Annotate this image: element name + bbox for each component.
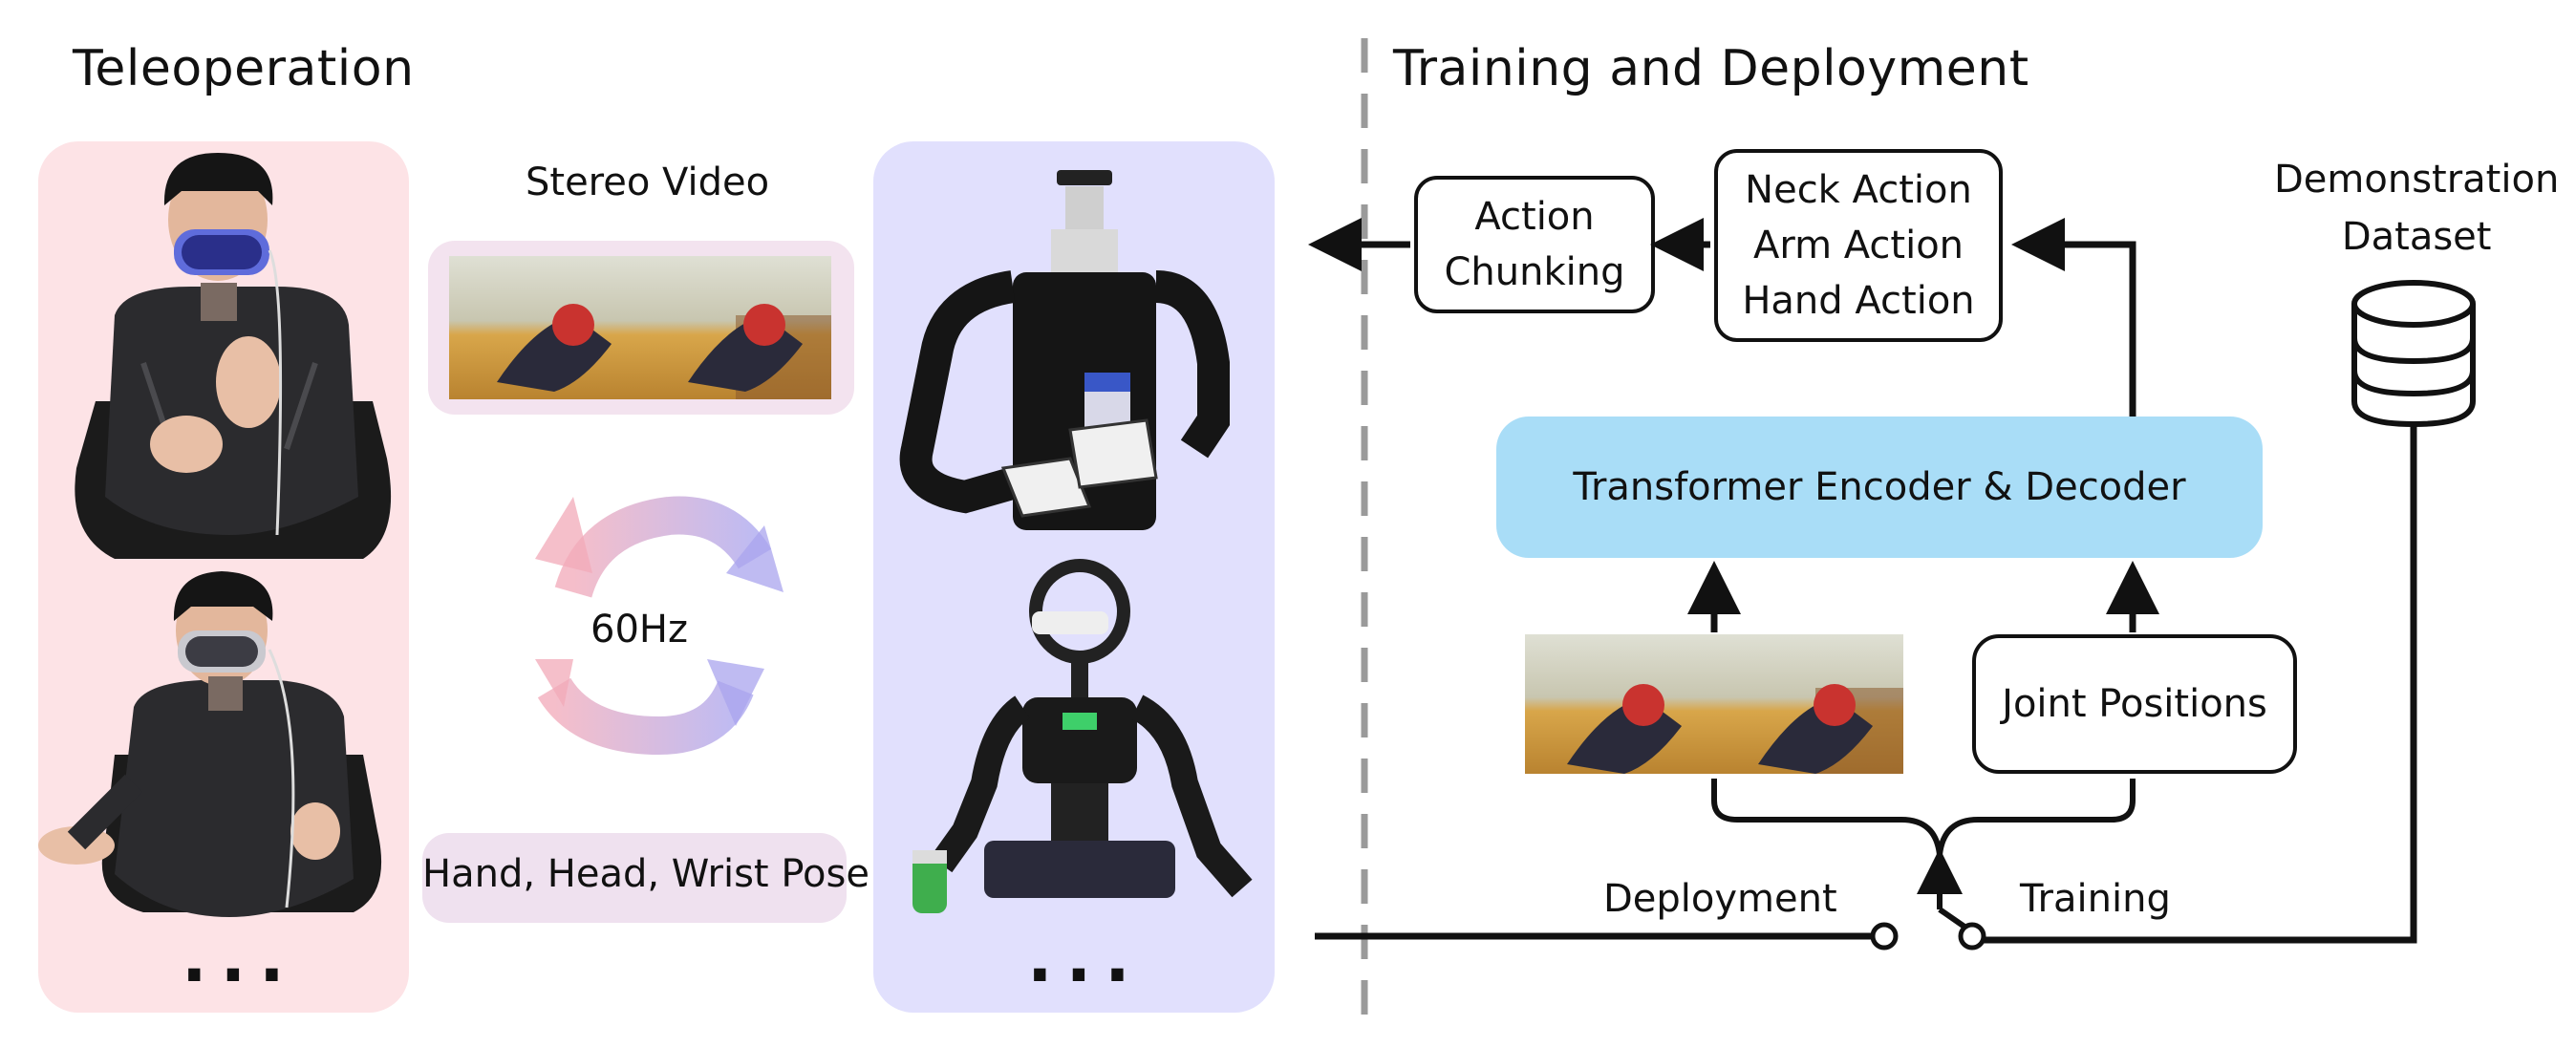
teleoperation-title: Teleoperation [73, 40, 415, 97]
pose-panel [422, 833, 847, 923]
pose-label: Hand, Head, Wrist Pose [422, 852, 869, 896]
training-label: Training [2020, 877, 2171, 921]
hand-action-label: Hand Action [1742, 279, 1975, 323]
database-icon [2351, 280, 2476, 428]
neck-action-label: Neck Action [1745, 168, 1972, 212]
stereo-video-label: Stereo Video [526, 160, 770, 204]
dataset-line-2: Dataset [2341, 215, 2492, 259]
action-chunking-line-2: Chunking [1444, 250, 1625, 294]
training-deployment-title: Training and Deployment [1393, 40, 2029, 97]
dataset-line [1984, 426, 2417, 944]
inputs-merge-bracket [1711, 779, 2136, 856]
dataset-label: Demonstration Dataset [2274, 151, 2559, 266]
dataset-line-1: Demonstration [2274, 158, 2560, 202]
humanoid-robot-bottom [912, 559, 1253, 913]
joint-positions-label: Joint Positions [2002, 682, 2267, 726]
robot-ellipsis: ... [1027, 919, 1144, 997]
deployment-terminal [1870, 922, 1899, 951]
transformer-label: Transformer Encoder & Decoder [1573, 465, 2186, 509]
rate-label: 60Hz [590, 608, 688, 652]
sync-arrows-icon [535, 496, 784, 756]
joint-positions-box: Joint Positions [1972, 634, 2297, 774]
deployment-label: Deployment [1603, 877, 1837, 921]
training-terminal [1958, 922, 1986, 951]
stereo-frames-training [1525, 634, 1903, 774]
humanoid-robot-top [899, 170, 1230, 530]
operator-ellipsis: ... [182, 919, 298, 997]
stereo-frames-teleop [449, 256, 831, 399]
switch-lever [1938, 907, 1966, 929]
model-to-actions-arrow [2011, 218, 2136, 417]
action-chunking-line-1: Action [1474, 195, 1595, 239]
arm-action-label: Arm Action [1752, 224, 1964, 267]
action-chunking-box: Action Chunking [1414, 176, 1655, 313]
actions-box: Neck Action Arm Action Hand Action [1714, 149, 2003, 342]
transformer-box: Transformer Encoder & Decoder [1496, 417, 2263, 558]
